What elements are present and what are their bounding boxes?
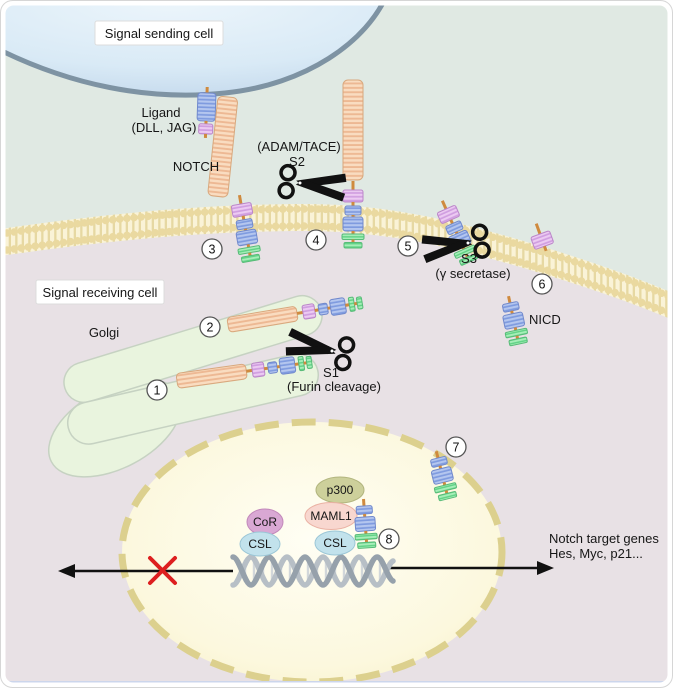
step-circle-6: 6 — [531, 273, 553, 295]
notch-ectodomain-4 — [342, 79, 364, 181]
step-circle-8: 8 — [378, 528, 400, 550]
csl-protein-right — [314, 530, 356, 556]
step-number-3: 3 — [209, 243, 216, 257]
signal-sending-cell-labelbox: Signal sending cell — [94, 20, 224, 46]
nucleus — [118, 418, 506, 685]
repressed-transcription-arrow — [58, 564, 233, 578]
golgi-label: Golgi — [89, 325, 119, 340]
csl-protein-left — [239, 531, 281, 557]
step-circle-5: 5 — [397, 235, 419, 257]
s3-label: S3 — [461, 251, 477, 266]
target-genes-label-line2: Hes, Myc, p21... — [549, 546, 643, 561]
nicd-label: NICD — [529, 312, 561, 327]
inhibition-x-icon — [148, 556, 177, 585]
csl-left-label: CSL — [248, 537, 272, 551]
step-circle-4: 4 — [305, 229, 327, 251]
step-circle-7: 7 — [445, 436, 467, 458]
step-circle-2: 2 — [199, 316, 221, 338]
ligand-label-line1: Ligand — [141, 105, 180, 120]
gamma-secretase-label: (γ secretase) — [435, 266, 510, 281]
adam-tace-label: (ADAM/TACE) — [257, 139, 341, 154]
step-number-6: 6 — [539, 278, 546, 292]
active-transcription-arrow — [390, 561, 554, 575]
notch-label: NOTCH — [173, 159, 219, 174]
plasma-membrane — [3, 204, 670, 320]
s1-label: S1 — [323, 365, 339, 380]
step-circle-3: 3 — [201, 238, 223, 260]
ligand-label-line2: (DLL, JAG) — [131, 120, 196, 135]
dna-helix — [230, 554, 396, 588]
notch-membrane-stack-4 — [340, 179, 366, 250]
target-genes-label-line1: Notch target genes — [549, 531, 659, 546]
step-number-8: 8 — [386, 533, 393, 547]
maml1-label: MAML1 — [310, 509, 352, 523]
maml1-protein — [304, 502, 358, 530]
step-number-2: 2 — [207, 321, 214, 335]
signal-receiving-cell-labelbox: Signal receiving cell — [35, 279, 165, 305]
step-number-7: 7 — [453, 441, 460, 455]
p300-label: p300 — [327, 483, 354, 497]
s2-label: S2 — [289, 154, 305, 169]
step-number-1: 1 — [154, 384, 161, 398]
csl-right-label: CSL — [323, 536, 347, 550]
step-number-5: 5 — [405, 240, 412, 254]
signal-sending-cell-label: Signal sending cell — [105, 26, 214, 41]
furin-cleavage-label: (Furin cleavage) — [287, 379, 381, 394]
step-number-4: 4 — [313, 234, 320, 248]
cor-label: CoR — [253, 515, 277, 529]
transcription-complex: p300 MAML1 CoR CSL CSL — [239, 476, 365, 557]
signal-receiving-cell-label: Signal receiving cell — [43, 285, 158, 300]
step-circle-1: 1 — [146, 379, 168, 401]
